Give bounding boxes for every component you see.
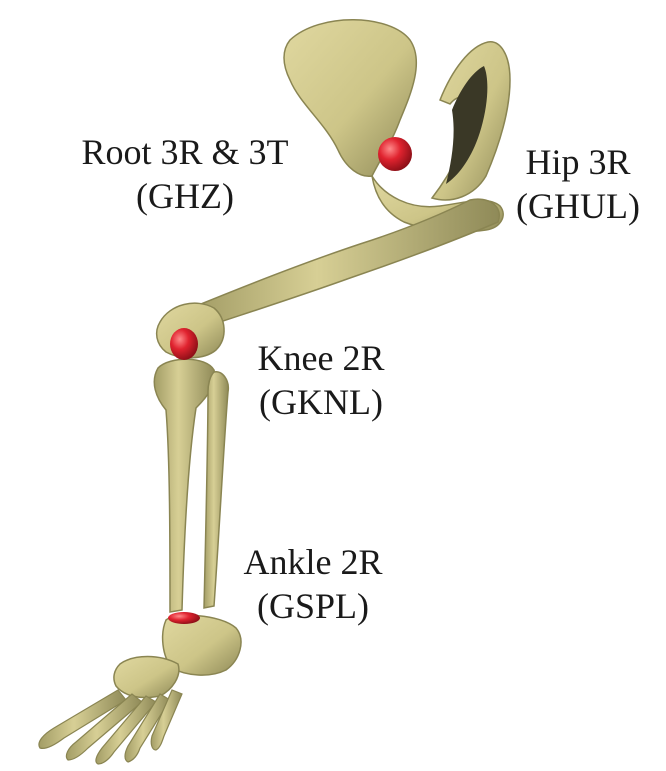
- knee-joint-label-line1: Knee 2R: [236, 336, 406, 380]
- ankle-joint-marker: [168, 612, 200, 624]
- femur-bone: [157, 199, 500, 358]
- root-joint-marker: [378, 137, 412, 171]
- knee-joint-label-line2: (GKNL): [236, 380, 406, 424]
- root-joint-label-line1: Root 3R & 3T: [40, 130, 330, 174]
- foot-bones: [39, 615, 241, 764]
- hip-joint-label: Hip 3R (GHUL): [498, 140, 658, 228]
- root-joint-label-line2: (GHZ): [40, 174, 330, 218]
- hip-joint-label-line2: (GHUL): [498, 184, 658, 228]
- ankle-joint-label-line1: Ankle 2R: [218, 540, 408, 584]
- ankle-joint-label: Ankle 2R (GSPL): [218, 540, 408, 628]
- knee-joint-marker: [170, 328, 198, 360]
- knee-joint-label: Knee 2R (GKNL): [236, 336, 406, 424]
- root-joint-label: Root 3R & 3T (GHZ): [40, 130, 330, 218]
- ankle-joint-label-line2: (GSPL): [218, 584, 408, 628]
- hip-joint-label-line1: Hip 3R: [498, 140, 658, 184]
